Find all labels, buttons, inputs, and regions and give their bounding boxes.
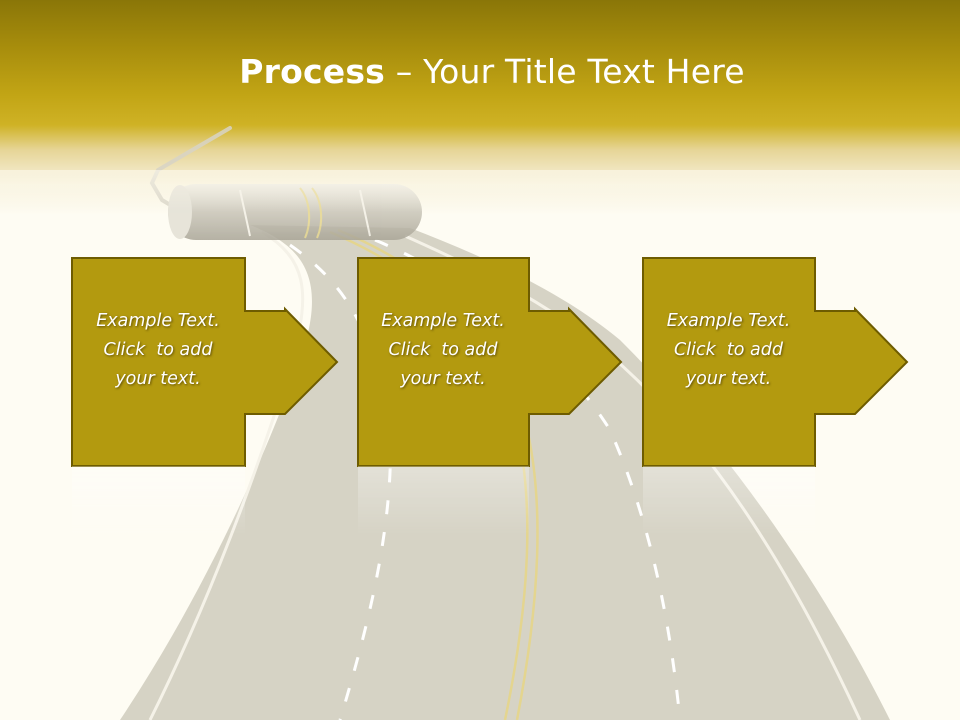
title-bold: Process <box>239 52 386 91</box>
step-text-line-1: Example Text. <box>96 311 220 331</box>
title-rest: – Your Title Text Here <box>385 52 745 91</box>
process-step-2[interactable]: Example Text. Click to add your text. <box>357 257 689 467</box>
step-text-line-2: Click to add <box>674 340 783 360</box>
step-text[interactable]: Example Text. Click to add your text. <box>71 307 245 394</box>
step-text-line-1: Example Text. <box>381 311 505 331</box>
step-text-line-2: Click to add <box>103 340 213 360</box>
step-text[interactable]: Example Text. Click to add your text. <box>357 307 529 394</box>
process-step-3[interactable]: Example Text. Click to add your text. <box>642 257 960 467</box>
process-step-1[interactable]: Example Text. Click to add your text. <box>71 257 403 467</box>
step-text[interactable]: Example Text. Click to add your text. <box>642 307 815 394</box>
step-text-line-2: Click to add <box>388 340 498 360</box>
page-title: Process – Your Title Text Here <box>0 52 960 91</box>
step-text-line-3: your text. <box>685 369 772 389</box>
step-text-line-1: Example Text. <box>666 311 791 331</box>
step-text-line-3: your text. <box>115 369 201 389</box>
step-text-line-3: your text. <box>400 369 486 389</box>
